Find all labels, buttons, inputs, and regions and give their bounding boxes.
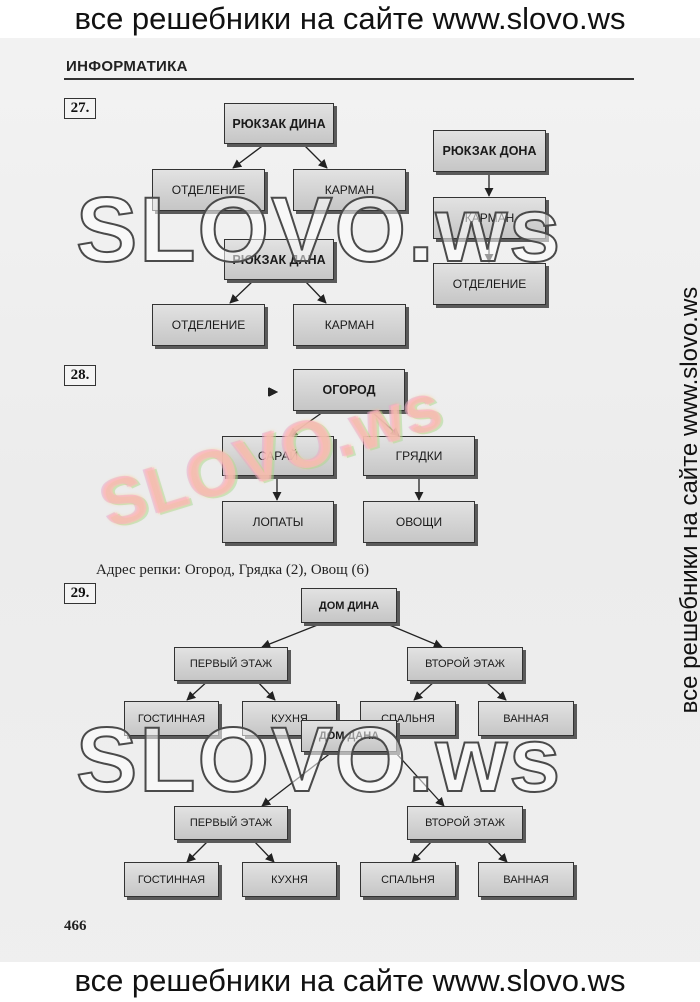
top-banner: все решебники на сайте www.slovo.ws xyxy=(0,0,700,38)
node-dana-bathroom: ВАННАЯ xyxy=(478,862,574,897)
node-backpack-din: РЮКЗАК ДИНА xyxy=(224,103,334,144)
arrow xyxy=(261,751,333,807)
arrow xyxy=(411,839,434,863)
node-din-second-floor: ВТОРОЙ ЭТАЖ xyxy=(407,647,523,681)
node-shed: САРАЙ xyxy=(222,436,334,476)
node-don-pocket: КАРМАН xyxy=(433,197,546,239)
arrow xyxy=(186,678,211,701)
task-number-28: 28. xyxy=(64,365,96,386)
arrow xyxy=(386,623,443,649)
subject-header: ИНФОРМАТИКА xyxy=(66,58,188,75)
node-din-bathroom: ВАННАЯ xyxy=(478,701,574,736)
node-shovels: ЛОПАТЫ xyxy=(222,501,334,543)
arrow xyxy=(229,280,254,304)
arrow xyxy=(186,839,210,863)
node-vegetables: ОВОЩИ xyxy=(363,501,475,543)
arrow xyxy=(288,411,324,437)
node-dana-first-floor: ПЕРВЫЙ ЭТАЖ xyxy=(174,806,288,840)
node-house-dana: ДОМ ДАНА xyxy=(301,720,397,752)
node-backpack-don: РЮКЗАК ДОНА xyxy=(433,130,546,172)
node-don-compartment: ОТДЕЛЕНИЕ xyxy=(433,263,546,305)
node-din-living-room: ГОСТИННАЯ xyxy=(124,701,219,736)
page-number: 466 xyxy=(64,918,87,934)
task-number-29: 29. xyxy=(64,583,96,604)
arrow xyxy=(484,680,507,701)
bottom-banner: все решебники на сайте www.slovo.ws xyxy=(0,962,700,1002)
arrow xyxy=(232,143,266,169)
node-dana-second-floor: ВТОРОЙ ЭТАЖ xyxy=(407,806,523,840)
arrow xyxy=(413,680,436,701)
arrow xyxy=(304,280,327,304)
node-din-pocket: КАРМАН xyxy=(293,169,406,211)
node-garden: ОГОРОД xyxy=(293,369,405,411)
node-beds: ГРЯДКИ xyxy=(363,436,475,476)
arrow xyxy=(371,411,400,437)
node-dana-bedroom: СПАЛЬНЯ xyxy=(360,862,456,897)
node-din-compartment: ОТДЕЛЕНИЕ xyxy=(152,169,265,211)
node-backpack-dana: РЮКЗАК ДАНА xyxy=(224,239,334,280)
header-rule xyxy=(64,78,634,80)
arrow xyxy=(252,839,275,863)
node-dana-kitchen: КУХНЯ xyxy=(242,862,337,897)
arrow xyxy=(254,678,276,701)
node-din-first-floor: ПЕРВЫЙ ЭТАЖ xyxy=(174,647,288,681)
node-dana-pocket: КАРМАН xyxy=(293,304,406,346)
arrow xyxy=(394,751,445,807)
answer-text: Адрес репки: Огород, Грядка (2), Овощ (6… xyxy=(96,562,369,578)
arrow xyxy=(302,143,328,169)
node-dana-compartment: ОТДЕЛЕНИЕ xyxy=(152,304,265,346)
arrow xyxy=(261,623,321,649)
arrow xyxy=(485,839,508,863)
node-house-din: ДОМ ДИНА xyxy=(301,588,397,623)
task-number-27: 27. xyxy=(64,98,96,119)
node-dana-living-room: ГОСТИННАЯ xyxy=(124,862,219,897)
